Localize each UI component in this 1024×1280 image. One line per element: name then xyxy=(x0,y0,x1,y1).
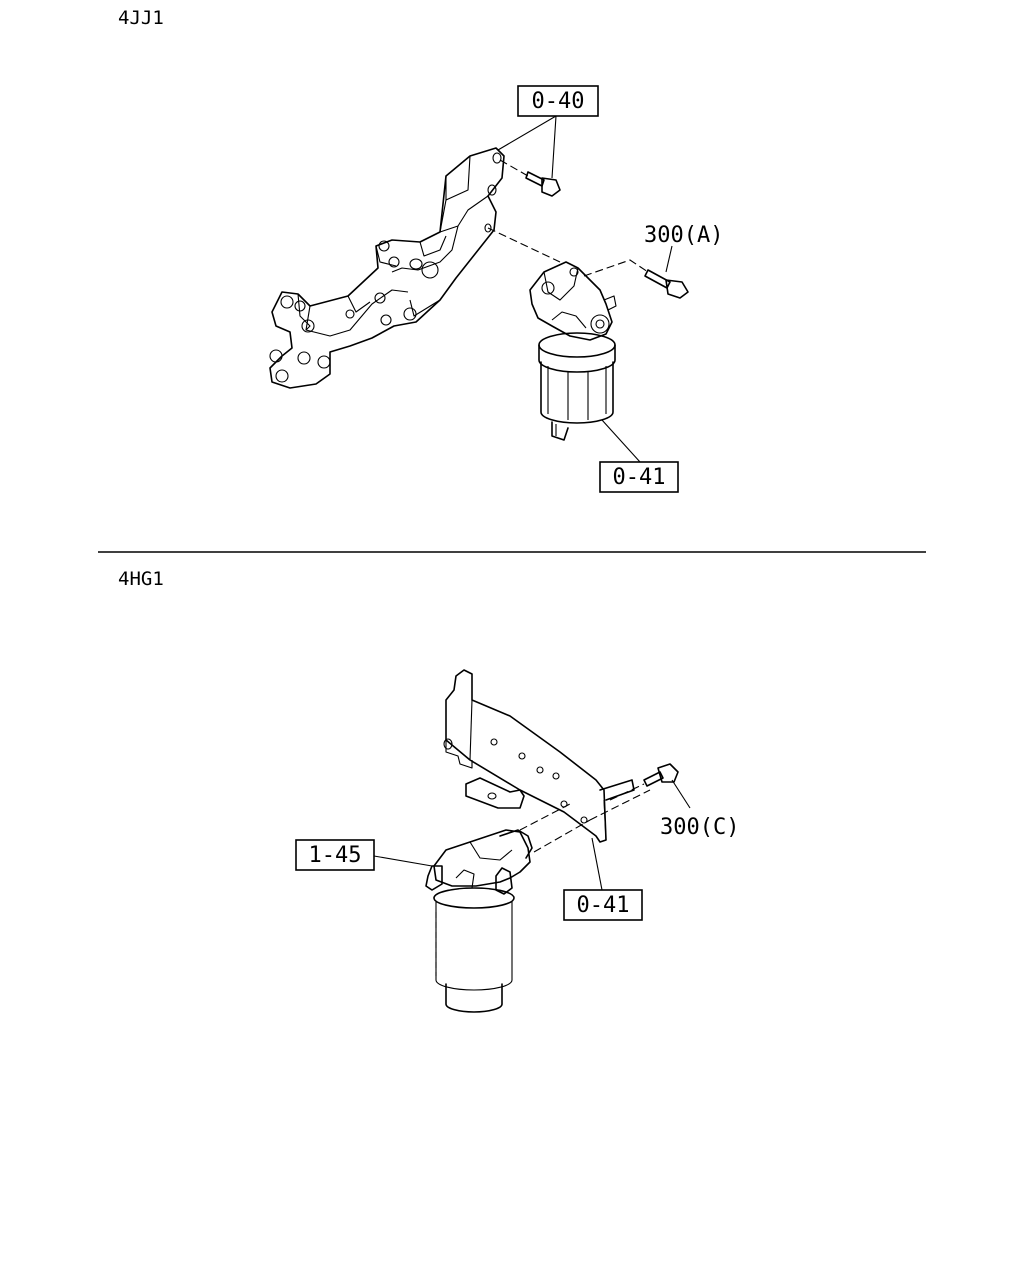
callout-0-40: 0-40 xyxy=(497,85,599,179)
callout-label-300c: 300(C) xyxy=(660,815,739,840)
callout-label-0-40: 0-40 xyxy=(532,89,585,114)
bolt-0-40 xyxy=(499,159,561,197)
callout-label-0-41-4jj1: 0-41 xyxy=(613,465,666,490)
callout-300a: 300(A) xyxy=(644,223,723,273)
callout-0-41-4hg1: 0-41 xyxy=(563,837,643,921)
mount-line-4jj1 xyxy=(487,227,561,263)
callout-300c: 300(C) xyxy=(660,779,739,840)
callout-label-0-41-4hg1: 0-41 xyxy=(577,893,630,918)
mount-line-4hg1-b xyxy=(519,803,571,831)
mount-line-4hg1-a xyxy=(533,819,591,853)
mount-line-4hg1-c xyxy=(589,789,651,821)
bolt-300c xyxy=(609,763,679,801)
engine-bracket-4jj1 xyxy=(269,147,505,389)
fuel-filter-4hg1 xyxy=(425,829,533,1013)
engine-label-4jj1: 4JJ1 xyxy=(118,7,164,29)
callout-label-300a: 300(A) xyxy=(644,223,723,248)
bolt-300a xyxy=(583,259,689,299)
mounting-bracket-4hg1 xyxy=(443,669,635,843)
fuel-filter-4jj1 xyxy=(529,261,617,441)
callout-1-45: 1-45 xyxy=(295,839,433,871)
engine-label-4hg1: 4HG1 xyxy=(118,568,164,590)
callout-label-1-45: 1-45 xyxy=(309,843,362,868)
callout-0-41-4jj1: 0-41 xyxy=(599,419,679,493)
